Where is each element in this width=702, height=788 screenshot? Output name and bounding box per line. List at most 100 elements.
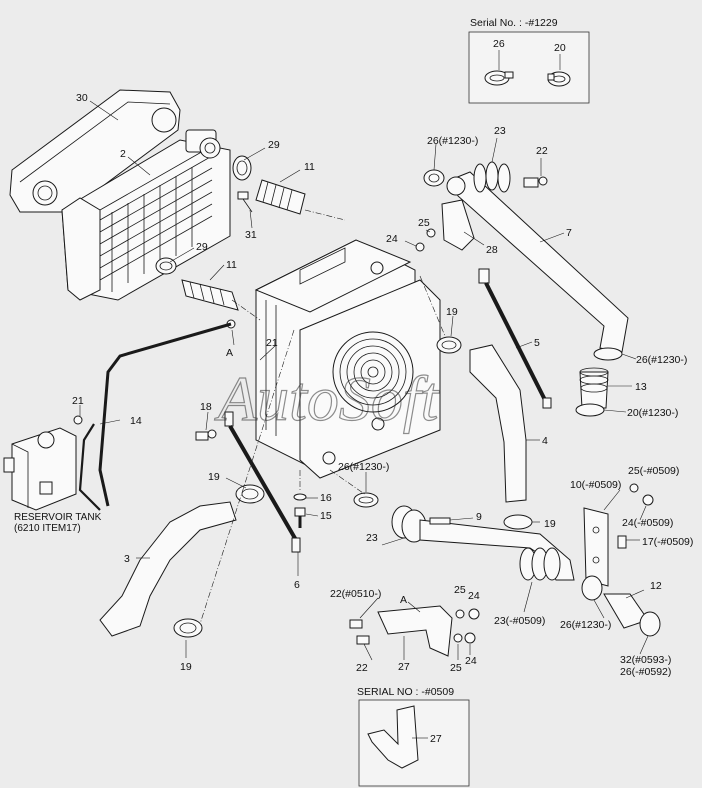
hose-clamp-part-26: [581, 575, 603, 601]
bolt-part-22: [349, 619, 370, 645]
bracket-part-10: [583, 507, 609, 587]
callout-11: 11: [304, 161, 315, 173]
bolt-part-31: [237, 191, 253, 213]
bolt-part-21: [73, 415, 83, 425]
bracket-icon: [367, 705, 419, 769]
callout-30: 30: [76, 92, 88, 104]
callout-28: 28: [486, 244, 498, 256]
callout-19: 19: [180, 661, 192, 673]
callout-2: 2: [120, 148, 126, 160]
hose-clamp-part-23: [519, 547, 561, 581]
hose-clamp-part-23: [473, 161, 511, 193]
callout-32: 32(#0593-): [620, 654, 671, 666]
callout-26: 26(#1230-): [427, 135, 478, 147]
reservoir-label-line1: RESERVOIR TANK: [14, 512, 102, 523]
inset-top: Serial No. : -#1229 26 20: [468, 17, 590, 104]
bolt-part-18: [195, 429, 217, 441]
inset-bottom-label-27: 27: [430, 733, 442, 745]
nut-part-25: [455, 609, 465, 619]
bolt-part-17: [617, 535, 627, 549]
callout-26: 26(#1230-): [636, 354, 687, 366]
nut-part-25: [453, 633, 463, 643]
radiator-assembly: [254, 239, 441, 479]
support-rod-part-6: [224, 411, 301, 553]
callout-12: 12: [650, 580, 662, 592]
callout-24: 24: [468, 590, 480, 602]
callout-19: 19: [446, 306, 458, 318]
inset-bottom-title: SERIAL NO : -#0509: [357, 686, 454, 698]
washer-part-24: [464, 632, 476, 644]
support-rod-part-5: [478, 268, 552, 409]
nut-part-25: [426, 228, 436, 238]
intercooler-part-2: [61, 129, 231, 301]
callout-24: 24: [465, 655, 477, 667]
callout-A: 21: [266, 337, 278, 349]
callout-14: 14: [130, 415, 142, 427]
callouts: 30 2 29 11 31 29 11 21 A 21 14 18 19 3 1…: [72, 92, 693, 678]
rubber-hose-part-13: [579, 367, 609, 409]
callout-17: 17(-#0509): [642, 536, 693, 548]
bolt-part-15: [294, 507, 306, 528]
bolt-part-22: [523, 176, 548, 188]
core-fins: [99, 155, 213, 292]
bracket-part-27: [377, 605, 453, 657]
hose-clamp-part-26: [423, 169, 445, 187]
callout-18: 18: [200, 401, 212, 413]
callout-29: 29: [268, 139, 280, 151]
air-shroud-part-30: [9, 89, 181, 213]
rubber-hose-part-11: [255, 179, 306, 215]
clamp-icon: [484, 70, 514, 86]
hose-clamp-part-19: [173, 618, 203, 638]
callout-23: 23: [366, 532, 378, 544]
callout-6: 6: [294, 579, 300, 591]
rubber-hose-part-11: [181, 279, 239, 311]
radiator-hose-part-4: [469, 344, 527, 503]
reservoir-label-line2: (6210 ITEM17): [14, 523, 81, 534]
air-pipe-part-7: [446, 171, 629, 353]
callout-4: 4: [542, 435, 548, 447]
callout-21: 21: [72, 395, 84, 407]
washer-part-24: [642, 494, 654, 506]
hose-clamp-part-29: [155, 257, 177, 275]
hose-clamp-part-26: [593, 347, 623, 361]
bracket-part-28: [441, 199, 475, 251]
callout-25: 25: [418, 217, 430, 229]
washer-part-24: [415, 242, 425, 252]
callout-19: 19: [544, 518, 556, 530]
callout-24: 24(-#0509): [622, 517, 673, 529]
callout-A: A: [400, 594, 407, 606]
callout-20: 20(#1230-): [627, 407, 678, 419]
callout-26: 26(#1230-): [560, 619, 611, 631]
callout-15: 15: [320, 510, 332, 522]
callout-7: 7: [566, 227, 572, 239]
callout-25: 25(-#0509): [628, 465, 679, 477]
callout-25: 25: [450, 662, 462, 674]
callout-31: 31: [245, 229, 257, 241]
callout-19: 19: [208, 471, 220, 483]
callout-23: 23: [494, 125, 506, 137]
inset-top-title: Serial No. : -#1229: [470, 17, 558, 29]
overflow-hose-part-14: [98, 322, 232, 507]
callout-24: 24: [386, 233, 398, 245]
callout-5: 5: [534, 337, 540, 349]
inset-top-label-20: 20: [554, 42, 566, 54]
callout-13: 13: [635, 381, 647, 393]
callout-23: 23(-#0509): [494, 615, 545, 627]
clamp-icon: [547, 71, 571, 87]
hose-clamp-part-26: [353, 492, 379, 508]
hose-clamp-part-29: [232, 155, 252, 181]
coolant-pipe-part-9: [419, 517, 575, 581]
hose-clamp-part-19: [436, 336, 462, 354]
callout-22: 22(#0510-): [330, 588, 381, 600]
leader-lines: [79, 100, 649, 661]
hose-clamp-part-19: [235, 484, 265, 504]
washer-part-24: [468, 608, 480, 620]
fan-guard-rings: [339, 338, 407, 406]
callout-3: 3: [124, 553, 130, 565]
callout-21: A: [226, 347, 233, 359]
callout-10: 10(-#0509): [570, 479, 621, 491]
callout-27: 27: [398, 661, 410, 673]
callout-26: 26(-#0592): [620, 666, 671, 678]
